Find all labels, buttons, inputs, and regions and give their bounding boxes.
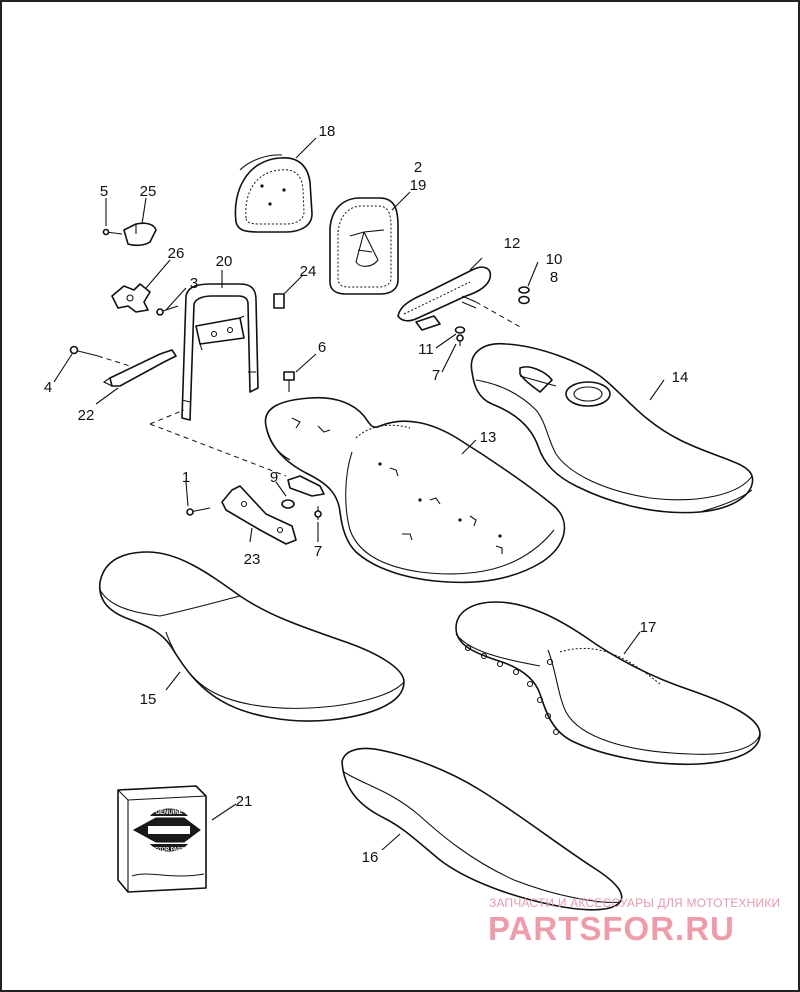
genuine-motor-parts-logo: GENUINE MOTOR PARTS [132, 808, 201, 853]
callout-7-lower: 7 [314, 543, 322, 560]
part-20-sissy-bar-upright[interactable] [181, 283, 259, 421]
callout-2: 2 [414, 159, 422, 176]
callout-10: 10 [546, 251, 563, 268]
assembly-line-c [149, 423, 287, 477]
callout-11: 11 [418, 341, 434, 358]
callout-6: 6 [318, 339, 326, 356]
part-15-seat[interactable] [98, 551, 405, 722]
part-3-screw[interactable] [156, 305, 179, 316]
part-11-washer[interactable] [454, 326, 466, 334]
callout-21: 21 [236, 793, 253, 810]
part-23-mount-bracket[interactable] [221, 485, 297, 545]
leader-lines [53, 137, 665, 851]
callout-numbers: 18 2 19 5 25 26 20 3 24 12 10 8 11 7 6 4… [44, 123, 689, 866]
part-7-screw-lower[interactable] [314, 506, 322, 520]
assembly-line-a [97, 355, 131, 367]
callout-15: 15 [140, 691, 157, 708]
callout-13: 13 [480, 429, 497, 446]
part-8-nut[interactable] [518, 295, 530, 305]
callout-8: 8 [550, 269, 558, 286]
part-7-screw-upper[interactable] [456, 334, 464, 346]
watermark-tagline: ЗАПЧАСТИ И АКСЕССУАРЫ ДЛЯ МОТОТЕХНИКИ [489, 896, 781, 910]
callout-12: 12 [504, 235, 521, 252]
callout-9: 9 [270, 469, 278, 486]
watermark-brand: PARTSFOR.RU [488, 910, 735, 947]
callout-7-upper: 7 [432, 367, 440, 384]
part-16-seat[interactable] [341, 747, 623, 911]
part-9-nut[interactable] [281, 499, 295, 509]
callout-18: 18 [319, 123, 336, 140]
assembly-line-b [149, 409, 185, 425]
badge-top-text: GENUINE [155, 810, 182, 816]
callout-26: 26 [168, 245, 185, 262]
part-22-side-strap[interactable] [102, 349, 177, 387]
part-26-clip-plate[interactable] [111, 283, 151, 313]
part-5-screw[interactable] [102, 228, 123, 236]
callout-20: 20 [216, 253, 233, 270]
part-12-seat-strap[interactable] [397, 266, 492, 331]
callout-16: 16 [362, 849, 379, 866]
part-13-seat[interactable] [264, 396, 566, 584]
callout-22: 22 [78, 407, 95, 424]
callout-24: 24 [300, 263, 317, 280]
assembly-line-d [475, 301, 523, 329]
part-24-pad[interactable] [273, 293, 285, 309]
badge-bottom-text: MOTOR PARTS [151, 847, 188, 853]
part-19-backrest-emblem[interactable] [329, 197, 399, 295]
part-17-studded-seat[interactable] [455, 601, 761, 766]
callout-14: 14 [672, 369, 689, 386]
part-21-parts-box[interactable]: GENUINE MOTOR PARTS [117, 785, 207, 893]
stud-row [464, 644, 560, 736]
part-10-washer[interactable] [518, 286, 530, 294]
callout-3: 3 [190, 275, 198, 292]
callout-4: 4 [44, 379, 52, 396]
part-4-bolt[interactable] [69, 345, 99, 357]
part-6-screw[interactable] [283, 371, 295, 392]
callout-23: 23 [244, 551, 261, 568]
part-14-seat[interactable] [470, 343, 754, 514]
part-18-backrest-pad[interactable] [234, 154, 313, 233]
part-1-bolt[interactable] [186, 507, 211, 516]
part-25-bracket[interactable] [123, 222, 157, 247]
callout-17: 17 [640, 619, 657, 636]
callout-19: 19 [410, 177, 427, 194]
callout-25: 25 [140, 183, 157, 200]
callout-5: 5 [100, 183, 108, 200]
callout-1: 1 [182, 469, 190, 486]
